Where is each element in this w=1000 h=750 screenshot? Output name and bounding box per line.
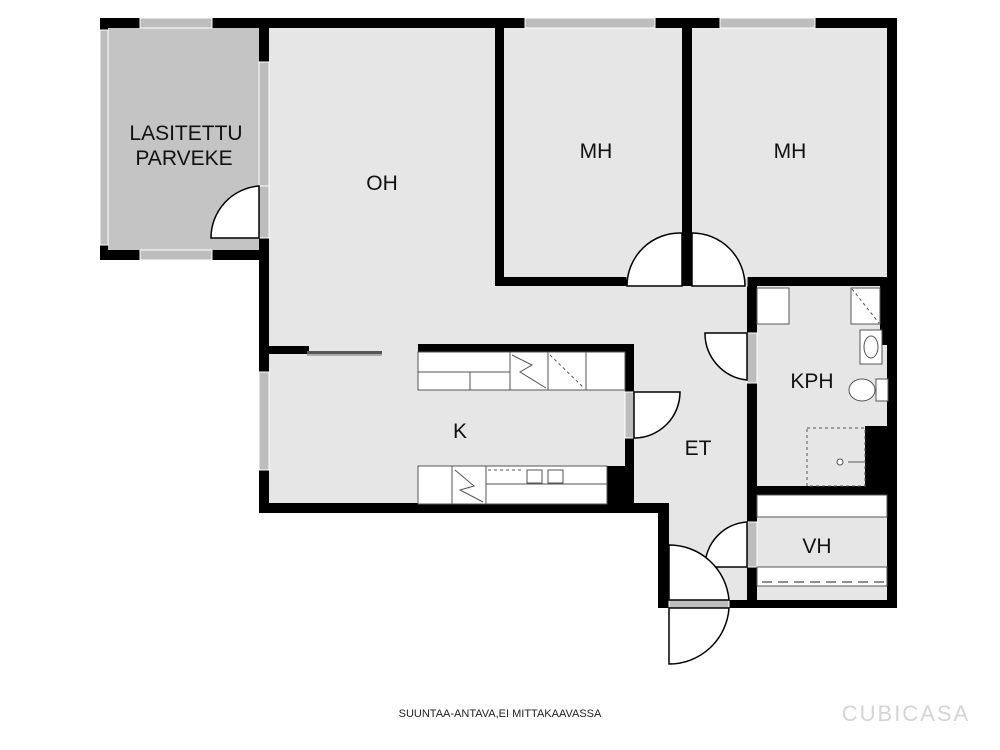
window-bed2-top — [719, 17, 816, 29]
wardrobe-shelf-bottom — [756, 566, 888, 587]
window-living-side — [258, 61, 270, 187]
sliding-door — [307, 351, 382, 356]
sink-left — [526, 469, 543, 484]
wall-kitchen-bottom — [259, 503, 669, 513]
wall-bath-bottom — [747, 486, 897, 495]
label-balcony-line1: LASITETTU — [129, 122, 242, 145]
label-bedroom-2: MH — [774, 140, 807, 163]
entry-door-outer-swing — [668, 607, 730, 665]
label-living-room: OH — [366, 172, 398, 195]
fridge-symbol — [511, 354, 547, 389]
room-labels: LASITETTU PARVEKE OH MH MH KPH K ET VH — [129, 122, 833, 558]
wall-kitchen-right — [625, 344, 634, 392]
wall-kitchen-top-right — [418, 344, 634, 352]
bath-wall-block — [865, 426, 890, 486]
label-hall: ET — [685, 437, 712, 460]
window-balcony-top — [139, 17, 213, 29]
bath-door-swing — [704, 332, 748, 381]
oven-symbol — [454, 469, 484, 503]
brand-logo-text: CUBICASA — [842, 701, 970, 726]
bathroom-fixtures — [756, 287, 889, 487]
label-balcony-line2: PARVEKE — [135, 147, 232, 170]
wall-right — [887, 18, 897, 608]
bath-shelf-diagonal — [851, 288, 880, 324]
entry-door-opening — [668, 599, 730, 609]
wall-bath-left — [747, 277, 757, 608]
window-balcony-left — [99, 29, 109, 246]
wall-living-left — [259, 18, 269, 513]
windows — [99, 17, 816, 609]
wardrobe-fixtures — [756, 494, 888, 587]
bath-door-opening — [746, 332, 758, 384]
living-floor — [265, 25, 500, 350]
wall-bed1-left — [495, 18, 504, 286]
lower-counter — [417, 465, 608, 505]
bath-wall-strip — [880, 285, 890, 345]
label-kitchen: K — [453, 420, 467, 443]
label-wardrobe: VH — [802, 535, 831, 558]
kitchen-door-opening — [624, 391, 635, 439]
bed1-door-swing — [626, 232, 683, 287]
washbasin-bowl — [863, 335, 879, 359]
bed2-door-swing — [691, 232, 746, 287]
kitchen-column — [607, 466, 634, 506]
sink-right — [547, 469, 564, 484]
bath-cabinet — [756, 287, 790, 325]
shower-drain — [836, 458, 844, 466]
wall-entry-left — [658, 503, 669, 607]
kitchen-door-swing — [633, 391, 681, 439]
window-kitchen-side — [258, 371, 270, 471]
balcony-door-opening — [258, 185, 270, 239]
entry-door-inner-swing — [668, 544, 730, 601]
label-bathroom: KPH — [790, 370, 833, 393]
wall-kitchen-top-left — [259, 346, 309, 354]
window-bed1-top — [524, 17, 656, 29]
door-swings — [210, 185, 748, 665]
balcony-door-swing — [210, 185, 260, 239]
kitchen-fixtures — [417, 351, 626, 505]
appliance-diagonal — [549, 354, 585, 389]
wardrobe-shelf-top — [756, 494, 888, 518]
toilet-tank — [875, 378, 889, 402]
sliding-door-panel — [307, 351, 382, 354]
wall-bed-divider — [682, 18, 692, 286]
wall-entry-bottom — [658, 600, 897, 608]
wardrobe-door-opening — [746, 521, 758, 568]
toilet-bowl — [848, 378, 876, 402]
scale-note: SUUNTAA-ANTAVA,EI MITTAKAAVASSA — [399, 708, 602, 720]
window-balcony-bottom — [139, 249, 213, 261]
sliding-door-track — [307, 354, 382, 356]
label-bedroom-1: MH — [580, 140, 613, 163]
shower-area — [806, 427, 866, 487]
